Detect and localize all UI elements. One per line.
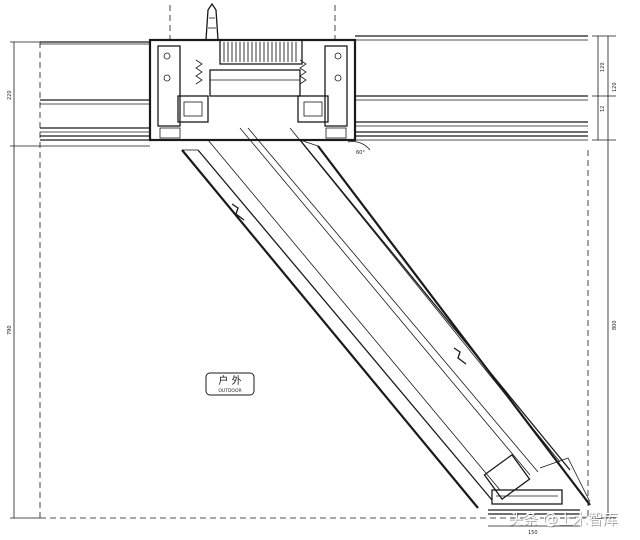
dashed-boundary <box>39 5 589 519</box>
dim-left-overall: 790 <box>7 325 13 335</box>
room-tag: 户 外 OUTDOOR <box>205 372 255 396</box>
dim-bottom-width: 150 <box>528 530 538 536</box>
dim-right-overall: 800 <box>612 320 618 330</box>
room-tag-subtitle: OUTDOOR <box>218 388 241 394</box>
watermark-shadow: 头条 @土木智库 <box>509 511 619 529</box>
bottom-end-detail <box>483 453 591 515</box>
insulation-hatch <box>223 42 297 62</box>
dim-angle: 60° <box>356 150 365 156</box>
dim-right-top-b: 120 <box>612 82 618 92</box>
inclined-glazing <box>181 127 591 509</box>
dim-left-top: 220 <box>7 90 13 100</box>
right-horizontal-frame <box>355 35 588 141</box>
watermark-text: 头条 @土木智库 <box>508 510 618 528</box>
central-node <box>148 2 357 142</box>
left-horizontal-frame <box>40 41 150 147</box>
dim-right-top-a: 120 <box>600 62 606 72</box>
dimension-lines <box>10 35 616 527</box>
room-tag-title: 户 外 <box>218 374 241 387</box>
dim-right-small: 12 <box>600 106 606 112</box>
